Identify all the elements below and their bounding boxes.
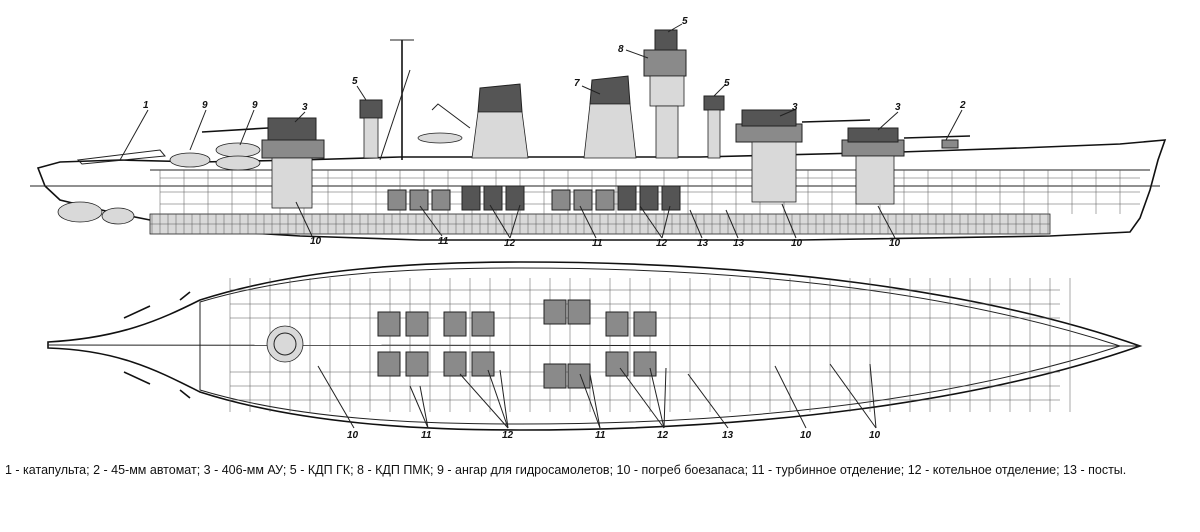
seaplane-2 bbox=[215, 142, 261, 158]
barbette-fore-1 bbox=[855, 155, 895, 205]
catapult bbox=[76, 149, 166, 165]
callout-9a: 9 bbox=[202, 100, 208, 111]
seaplane-3 bbox=[215, 155, 261, 171]
callout-11a: 11 bbox=[438, 236, 449, 247]
aft-turret-ring bbox=[266, 325, 304, 363]
barbette-aft bbox=[271, 157, 313, 209]
turret-aft-gun bbox=[201, 127, 269, 133]
director-fore-mast bbox=[707, 109, 721, 159]
turret-aft bbox=[261, 139, 325, 159]
funnel-aft-cap bbox=[477, 83, 523, 113]
boat bbox=[417, 132, 463, 144]
seaplane-1 bbox=[169, 152, 211, 168]
callout-5c: 5 bbox=[724, 78, 730, 89]
side-leaders bbox=[119, 23, 963, 239]
side-callouts: 1 9 9 3 5 7 5 8 5 3 3 2 10 11 12 11 12 1… bbox=[143, 16, 966, 249]
callout-5a: 5 bbox=[352, 76, 358, 87]
callout-1: 1 bbox=[143, 100, 149, 111]
plan-callouts: 10 11 12 11 12 13 10 10 bbox=[347, 430, 881, 441]
mast-strut bbox=[379, 69, 411, 161]
callout-13b: 13 bbox=[733, 238, 745, 249]
plan-callout-11b: 11 bbox=[595, 430, 606, 441]
director-tower-top bbox=[654, 29, 678, 51]
plan-compartment-grid bbox=[229, 278, 1071, 412]
machinery-blocks bbox=[387, 185, 681, 211]
turret-fore-2-top bbox=[741, 109, 797, 127]
callout-9b: 9 bbox=[252, 100, 258, 111]
callout-10b: 10 bbox=[791, 238, 803, 249]
turret-fore-2-gun bbox=[801, 119, 871, 123]
funnel-fore-cap bbox=[589, 75, 631, 105]
turret-fore-1-top bbox=[847, 127, 899, 143]
funnel-aft bbox=[471, 111, 529, 159]
ship-schematic: 1 9 9 3 5 7 5 8 5 3 3 2 10 11 12 11 12 1… bbox=[30, 16, 1167, 441]
callout-10a: 10 bbox=[310, 236, 322, 247]
pmk-director bbox=[643, 49, 687, 77]
callout-13a: 13 bbox=[697, 238, 709, 249]
plan-callout-10a: 10 bbox=[347, 430, 359, 441]
aa-mount-45mm bbox=[941, 139, 959, 149]
callout-11b: 11 bbox=[592, 238, 603, 249]
plan-leaders bbox=[317, 363, 877, 429]
stern-propeller-housing bbox=[57, 201, 103, 223]
funnel-fore bbox=[583, 103, 637, 159]
director-fore bbox=[703, 95, 725, 111]
plan-callout-11a: 11 bbox=[421, 430, 432, 441]
legend-text: 1 - катапульта; 2 - 45-мм автомат; 3 - 4… bbox=[5, 463, 1127, 477]
side-profile bbox=[30, 23, 1167, 241]
conning-tower bbox=[655, 105, 679, 159]
callout-12b: 12 bbox=[656, 238, 668, 249]
director-aft-mast bbox=[363, 117, 379, 159]
turret-fore-1-gun bbox=[903, 135, 971, 139]
callout-3a: 3 bbox=[302, 102, 308, 113]
plan-propellers bbox=[123, 291, 191, 399]
barbette-fore-2 bbox=[751, 141, 797, 203]
callout-12a: 12 bbox=[504, 238, 516, 249]
turret-aft-top bbox=[267, 117, 317, 141]
plan-callout-13: 13 bbox=[722, 430, 734, 441]
plan-callout-12b: 12 bbox=[657, 430, 669, 441]
centerline bbox=[47, 344, 1141, 347]
director-aft bbox=[359, 99, 383, 119]
stern-rudder bbox=[101, 207, 135, 225]
callout-3b: 3 bbox=[792, 102, 798, 113]
aft-turret-ring-inner bbox=[273, 332, 297, 356]
callout-5b: 5 bbox=[682, 16, 688, 27]
plan-callout-12a: 12 bbox=[502, 430, 514, 441]
callout-7: 7 bbox=[574, 78, 580, 89]
bridge bbox=[649, 75, 685, 107]
plan-callout-10c: 10 bbox=[869, 430, 881, 441]
boat-crane bbox=[431, 103, 471, 129]
plan-callout-10b: 10 bbox=[800, 430, 812, 441]
turret-fore-2 bbox=[735, 123, 803, 143]
callout-2: 2 bbox=[959, 100, 966, 111]
plan-machinery bbox=[377, 299, 657, 389]
plan-view bbox=[47, 261, 1143, 431]
legend: 1 - катапульта; 2 - 45-мм автомат; 3 - 4… bbox=[5, 458, 1195, 483]
callout-8: 8 bbox=[618, 44, 624, 55]
callout-3c: 3 bbox=[895, 102, 901, 113]
callout-10c: 10 bbox=[889, 238, 901, 249]
